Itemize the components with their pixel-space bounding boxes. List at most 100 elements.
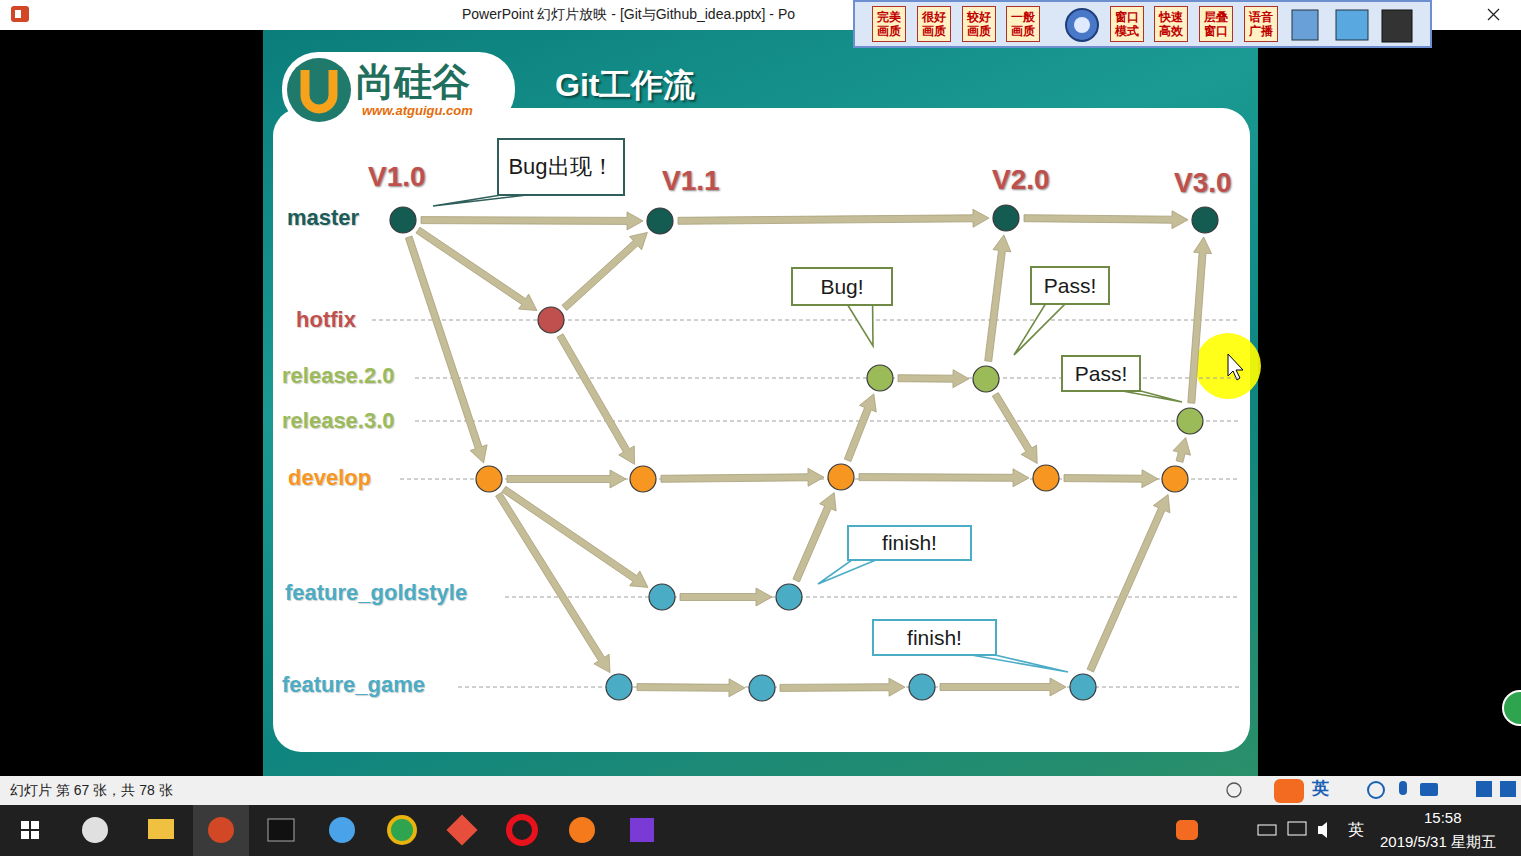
text-label: www.atguigu.com xyxy=(362,103,473,119)
ime-icon xyxy=(1420,783,1438,796)
callout-pointer xyxy=(1014,303,1066,355)
flow-arrow xyxy=(680,588,772,606)
app-icon xyxy=(11,6,29,22)
logo-circle xyxy=(287,58,351,122)
flow-arrow xyxy=(421,212,643,230)
callout-pointer xyxy=(966,654,1068,672)
button-label: 窗口模式 xyxy=(1114,10,1140,38)
taskbar-icon xyxy=(82,817,108,843)
taskbar-icon xyxy=(148,819,174,839)
flow-arrow xyxy=(496,492,610,672)
commit-dot xyxy=(1070,674,1096,700)
commit-dot xyxy=(630,466,656,492)
button-label: 快速高效 xyxy=(1158,10,1184,38)
tray-icon xyxy=(1318,822,1327,838)
callout-pointer xyxy=(847,304,873,346)
mouse-cursor xyxy=(1228,354,1243,380)
commit-dot xyxy=(973,366,999,392)
lane-line xyxy=(505,597,1240,598)
cursor-highlight xyxy=(1195,333,1261,399)
ime-icon xyxy=(1368,782,1384,798)
commit-dot xyxy=(1033,465,1059,491)
taskbar-active xyxy=(193,805,249,856)
tray-icon xyxy=(1176,820,1198,840)
flow-arrow xyxy=(637,679,745,697)
button-label: 层叠窗口 xyxy=(1203,10,1229,38)
flow-arrow xyxy=(780,678,905,696)
commit-dot xyxy=(476,466,502,492)
text-label: PowerPoint 幻灯片放映 - [Git与Github_idea.pptx… xyxy=(462,6,795,23)
flow-arrow xyxy=(678,209,989,227)
toolbar-button: 层叠窗口 xyxy=(1199,6,1233,42)
flow-arrow xyxy=(557,334,635,465)
commit-dot xyxy=(993,205,1019,231)
close-icon xyxy=(1488,9,1499,20)
flow-arrow xyxy=(1024,211,1188,229)
commit-dot xyxy=(909,674,935,700)
commit-dot xyxy=(776,584,802,610)
button-label: 一般画质 xyxy=(1010,10,1036,38)
toolbar-icon xyxy=(1074,17,1090,33)
button-label: 很好画质 xyxy=(921,10,947,38)
flow-arrow xyxy=(1188,237,1212,403)
callout-text: finish! xyxy=(882,530,937,555)
flow-arrow xyxy=(844,394,876,462)
flow-arrow xyxy=(405,236,487,463)
ime-icon xyxy=(1399,781,1407,795)
commit-dot xyxy=(390,207,416,233)
toolbar-icon xyxy=(1292,10,1318,40)
commit-dot xyxy=(606,674,632,700)
flow-arrow xyxy=(507,470,626,488)
callout-box: finish! xyxy=(872,619,997,656)
taskbar-icon xyxy=(389,817,415,843)
callout-box: Pass! xyxy=(1061,355,1141,392)
ime-logo xyxy=(1274,779,1304,803)
commit-dot xyxy=(647,208,673,234)
flow-arrow xyxy=(859,469,1029,487)
taskbar-icon xyxy=(569,817,595,843)
text-label: 尚硅谷 xyxy=(356,60,470,106)
lane-line xyxy=(372,320,1240,321)
text-label: V1.1 xyxy=(662,164,720,198)
toolbar-icon xyxy=(1336,10,1368,40)
text-label: feature_goldstyle xyxy=(285,580,467,606)
callout-box: Pass! xyxy=(1030,266,1110,305)
text-label: release.3.0 xyxy=(282,408,395,434)
button-label: 语音广播 xyxy=(1248,10,1274,38)
taskbar-icon xyxy=(509,817,535,843)
start-icon xyxy=(31,831,39,839)
text-label: feature_game xyxy=(282,672,425,698)
flow-arrow xyxy=(793,493,836,582)
text-label: master xyxy=(287,205,359,231)
flow-arrow xyxy=(661,468,824,486)
flow-arrow xyxy=(416,227,537,310)
toolbar-button: 窗口模式 xyxy=(1110,6,1144,42)
taskbar-icon xyxy=(446,814,477,845)
ime-icon xyxy=(1500,781,1516,797)
commit-dot xyxy=(649,584,675,610)
toolbar-button: 语音广播 xyxy=(1244,6,1278,42)
callout-box: Bug! xyxy=(791,267,893,306)
toolbar-button: 较好画质 xyxy=(962,6,996,42)
commit-dot xyxy=(538,307,564,333)
text-label: 英 xyxy=(1348,820,1364,839)
flow-arrow xyxy=(1173,438,1191,463)
ime-icon xyxy=(1476,781,1492,797)
toolbar-icon xyxy=(1382,10,1412,42)
callout-text: Bug! xyxy=(820,274,863,299)
flow-arrow xyxy=(1087,495,1170,673)
toolbar-icon xyxy=(1066,9,1098,41)
taskbar-icon xyxy=(329,817,355,843)
commit-dot xyxy=(1192,207,1218,233)
text-label: develop xyxy=(288,465,371,491)
commit-dot xyxy=(867,365,893,391)
commit-dot xyxy=(1162,466,1188,492)
flow-arrow xyxy=(898,370,969,388)
commit-dot xyxy=(1177,408,1203,434)
callout-text: Pass! xyxy=(1044,273,1097,298)
start-icon xyxy=(21,821,29,829)
callout-box: finish! xyxy=(847,525,972,561)
callout-text: finish! xyxy=(907,625,962,650)
commit-dot xyxy=(828,464,854,490)
